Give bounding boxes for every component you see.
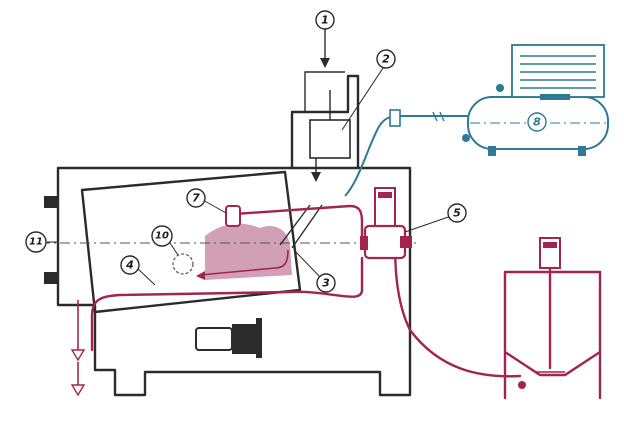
air-compressor-tank xyxy=(462,44,609,156)
callout-11: 11 xyxy=(25,231,47,253)
door-hinge-top xyxy=(44,196,58,208)
drain-arrow-left xyxy=(70,300,86,362)
leader-lines xyxy=(47,64,458,286)
callout-7: 7 xyxy=(186,188,206,208)
svg-text:11: 11 xyxy=(29,237,43,248)
inner-drum xyxy=(80,170,302,314)
pump-unit xyxy=(360,187,412,260)
svg-text:8: 8 xyxy=(533,116,541,129)
drain-arrow-bottom xyxy=(70,362,86,397)
callout-8: 8 xyxy=(527,112,547,132)
svg-text:4: 4 xyxy=(125,259,134,272)
inlet-arrow xyxy=(320,28,330,68)
callout-5: 5 xyxy=(447,203,467,223)
sensor-probe xyxy=(172,253,194,275)
svg-text:3: 3 xyxy=(322,277,330,290)
door-hinge-bottom xyxy=(44,272,58,284)
callout-4: 4 xyxy=(120,255,140,275)
feed-chute xyxy=(279,204,323,249)
svg-text:2: 2 xyxy=(382,53,390,66)
red-pipework xyxy=(90,204,522,378)
callout-2: 2 xyxy=(376,49,396,69)
svg-text:7: 7 xyxy=(192,192,200,205)
callout-1: 1 xyxy=(315,10,335,30)
product-mass xyxy=(205,223,292,280)
spray-nozzle xyxy=(225,205,241,227)
callout-10: 10 xyxy=(151,225,173,247)
svg-text:5: 5 xyxy=(453,207,461,220)
mixing-tank xyxy=(503,237,602,400)
drive-motor xyxy=(195,318,262,358)
callout-3: 3 xyxy=(316,273,336,293)
blue-air-line xyxy=(344,109,470,197)
svg-text:10: 10 xyxy=(155,231,169,242)
svg-text:1: 1 xyxy=(321,14,329,27)
feed-hopper xyxy=(309,90,351,182)
